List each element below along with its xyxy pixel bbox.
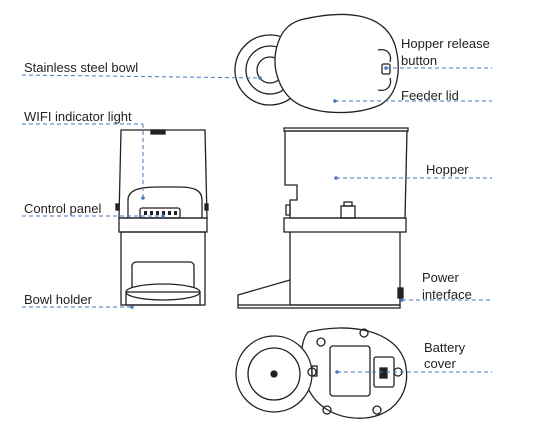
label-control-panel: Control panel (24, 201, 102, 216)
label-wifi-indicator-light: WIFI indicator light (24, 109, 132, 124)
label-hopper-release-button-1: Hopper release (401, 36, 490, 51)
side-bowl-tray (237, 279, 291, 305)
label-hopper: Hopper (426, 162, 469, 177)
front-view (115, 129, 209, 306)
side-hopper (284, 130, 408, 219)
side-view (237, 127, 409, 309)
label-power-interface-2: interface (422, 287, 472, 302)
top-view-lid-and-bowl (234, 13, 399, 114)
label-feeder-lid: Feeder lid (401, 88, 459, 103)
side-middle-band (283, 217, 407, 233)
feeder-lid (274, 13, 399, 114)
label-hopper-release-button-2: button (401, 53, 438, 68)
label-battery-cover-1: Battery (424, 340, 466, 355)
bottom-view (235, 327, 408, 419)
leader-stainless-steel-bowl (21, 74, 261, 79)
side-base (289, 232, 401, 306)
label-bowl-holder: Bowl holder (24, 292, 92, 307)
front-food-outlet (127, 186, 203, 218)
label-stainless-steel-bowl: Stainless steel bowl (24, 60, 139, 75)
label-power-interface-1: Power (422, 270, 459, 285)
leader-lines (21, 67, 492, 373)
front-middle-band (118, 217, 208, 233)
front-hopper (118, 129, 208, 219)
label-battery-cover-2: cover (424, 356, 456, 371)
battery-cover (329, 345, 371, 397)
hopper-release-button (381, 63, 391, 75)
